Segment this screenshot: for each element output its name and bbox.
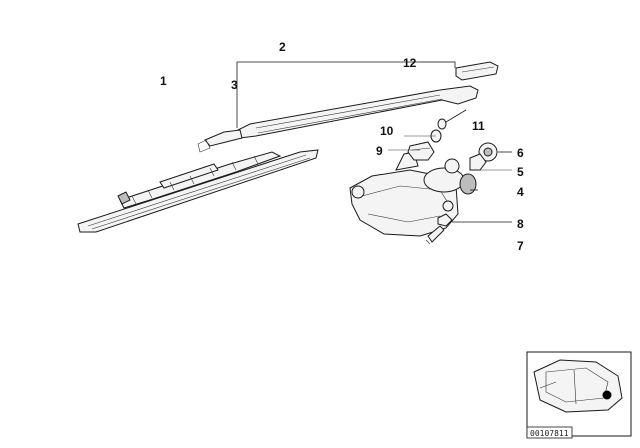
car-location-inset [526, 351, 632, 437]
nut-11 [445, 109, 467, 123]
wiper-blade [77, 149, 319, 233]
callout-3: 3 [231, 78, 238, 92]
callout-11: 11 [472, 119, 485, 133]
callout-5: 5 [517, 165, 524, 179]
callout-9: 9 [376, 144, 383, 158]
callout-10: 10 [380, 124, 394, 138]
washer-10 [430, 118, 447, 143]
wiper-arm [197, 61, 499, 153]
callout-4: 4 [517, 185, 524, 199]
bracket-2 [236, 61, 456, 88]
callout-1: 1 [160, 74, 167, 88]
grommet-9 [407, 141, 435, 161]
callout-6: 6 [517, 146, 524, 160]
callout-12: 12 [403, 56, 417, 70]
reference-code: 00107811 [530, 429, 569, 438]
leader-lines [388, 61, 512, 171]
callout-2: 2 [279, 40, 286, 54]
nut-8 [437, 213, 512, 227]
reference-code-box: 00107811 [526, 426, 573, 439]
callout-8: 8 [517, 217, 524, 231]
bushing-5 [444, 153, 487, 174]
bolt-7 [425, 225, 445, 245]
location-marker-icon [602, 390, 612, 400]
callout-7: 7 [517, 239, 524, 253]
bushing-6 [478, 142, 512, 162]
